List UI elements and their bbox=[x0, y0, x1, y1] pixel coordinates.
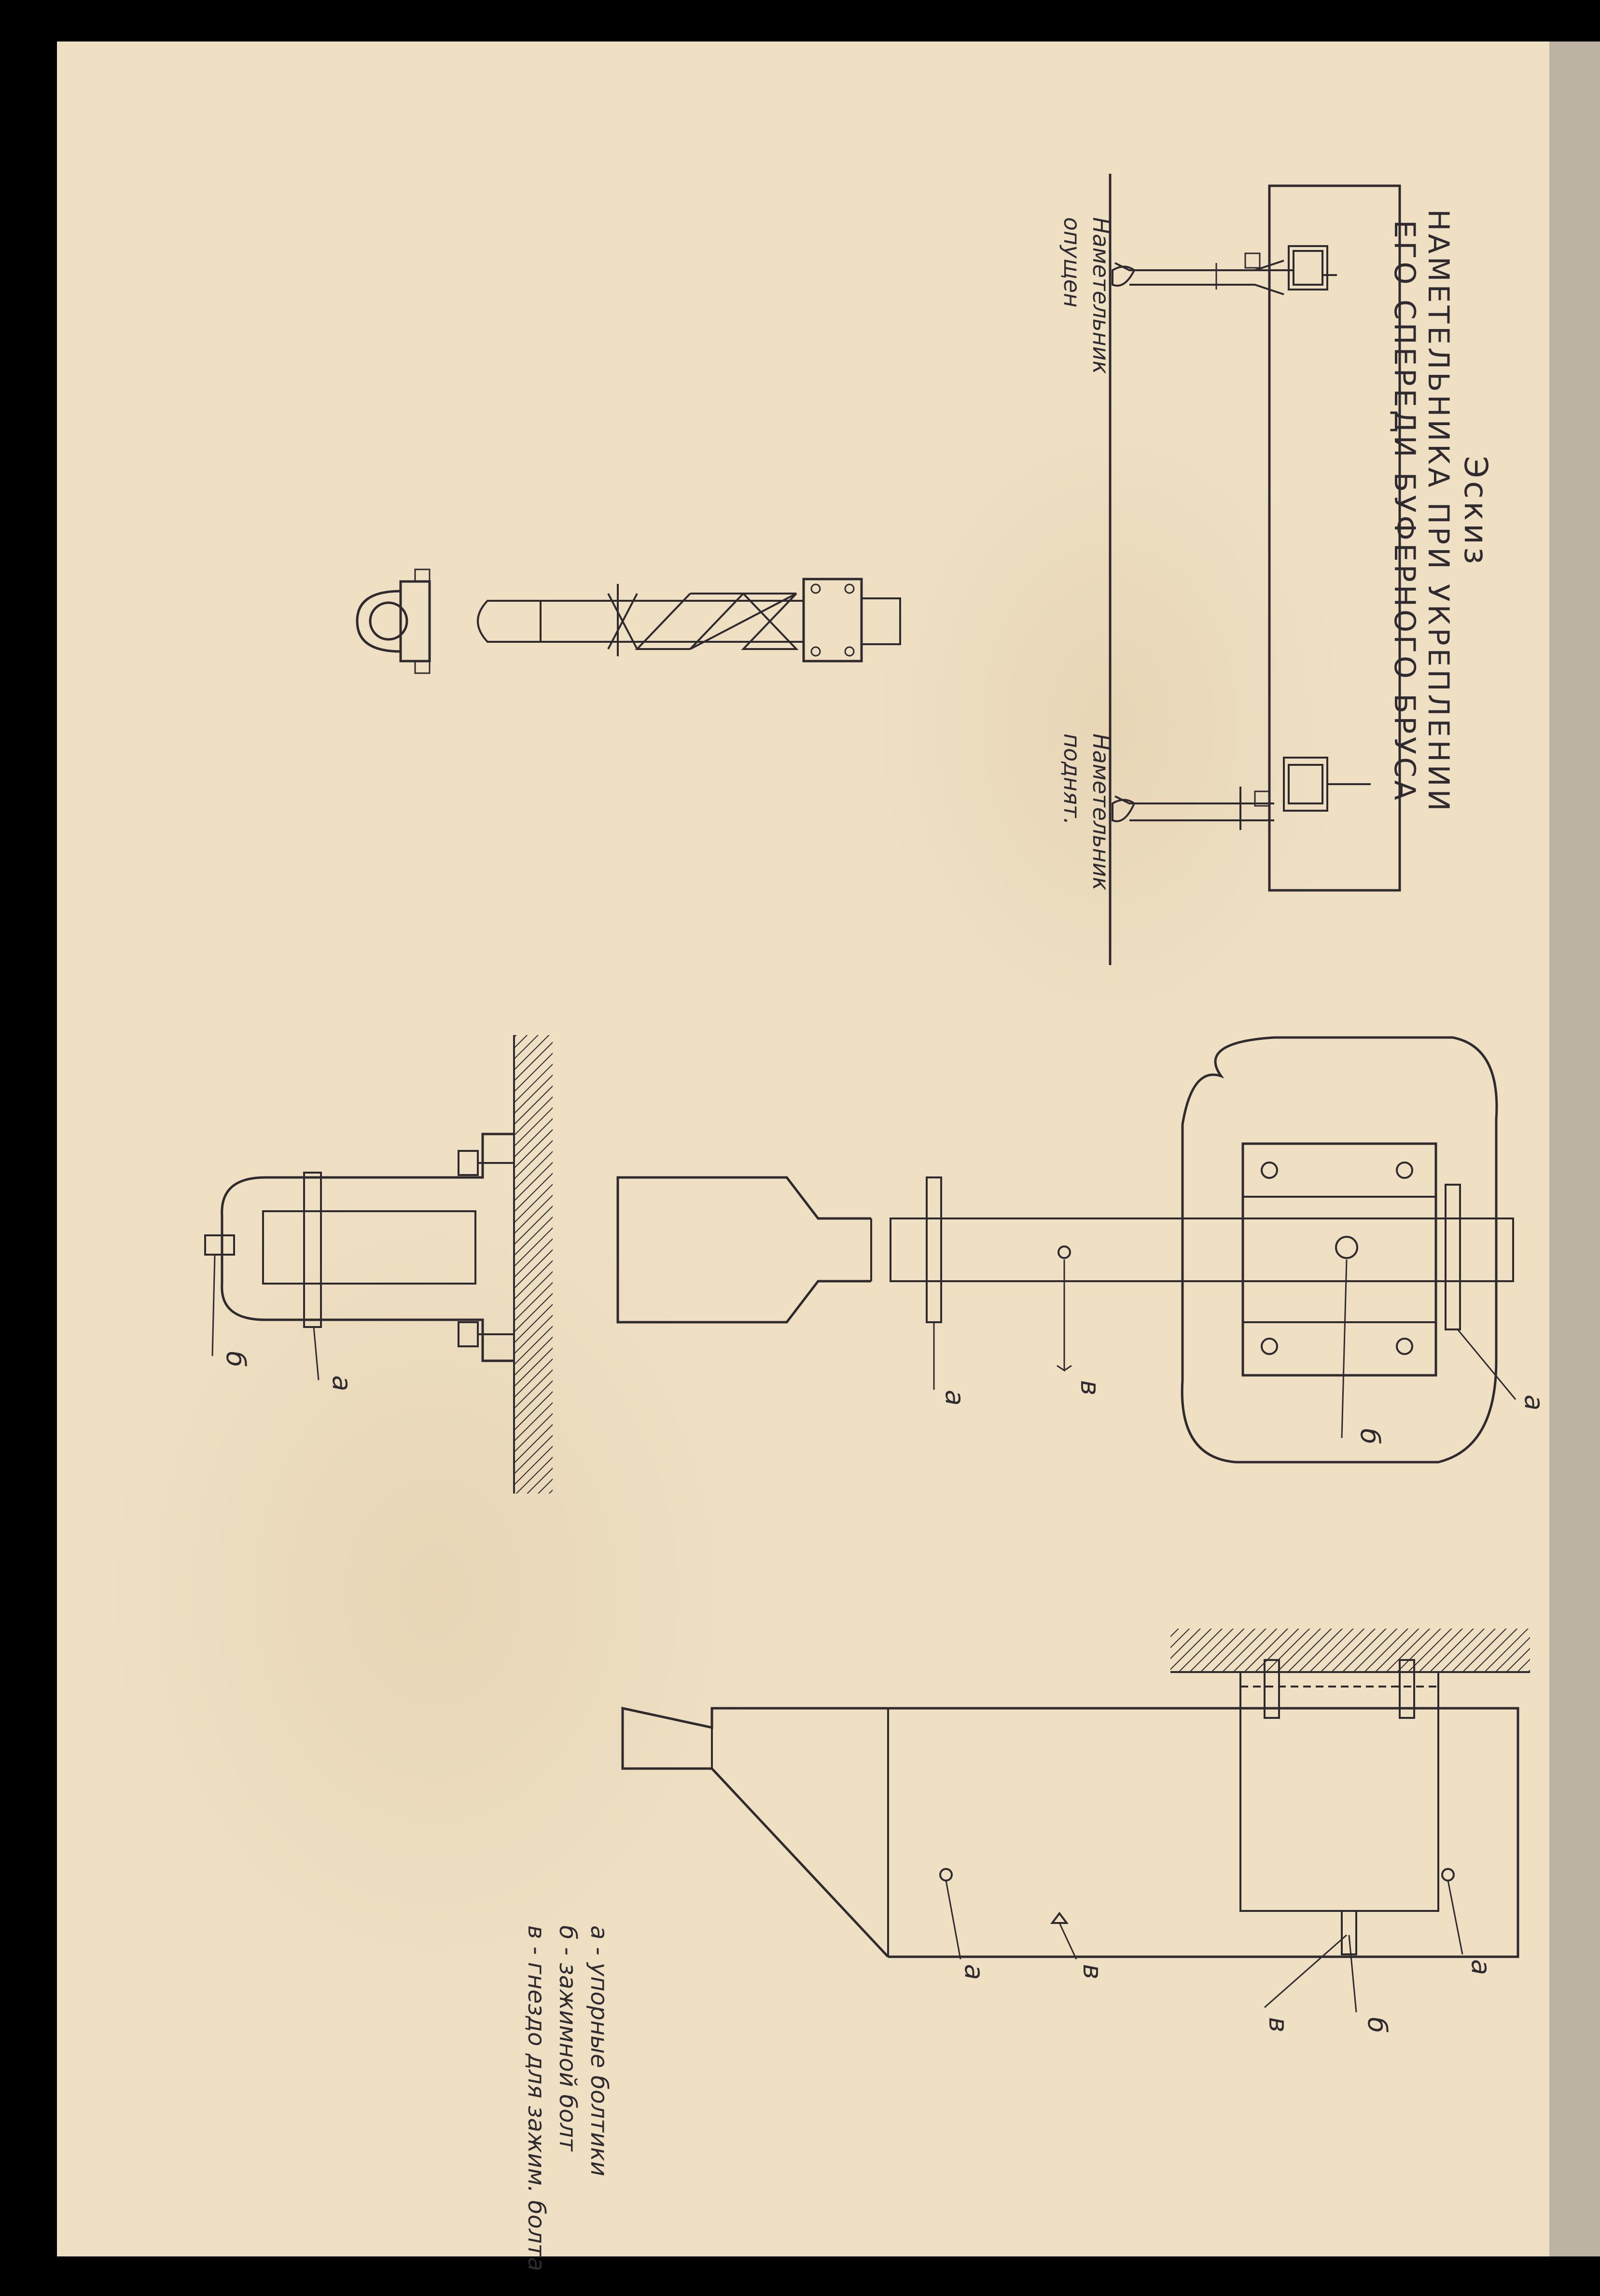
title-line-3: ЕГО СПЕРЕДИ БУФЕРНОГО БРУСА bbox=[1388, 220, 1421, 803]
hook-raised bbox=[1112, 757, 1371, 830]
label-b-side: б bbox=[221, 1351, 251, 1367]
base-blob bbox=[1181, 1036, 1498, 1464]
title-block-line2: НАМЕТЕЛЬНИКА ПРИ УКРЕПЛЕНИИ bbox=[1421, 209, 1455, 814]
label-hook-raised-1: Наметельник bbox=[1088, 733, 1114, 890]
mounting-plan-view bbox=[616, 1036, 1517, 1464]
legend-item-v: в - гнездо для зажим. болта bbox=[523, 1925, 550, 2271]
wall-hatch-bottom bbox=[1170, 1629, 1530, 1672]
side-section-view bbox=[204, 1035, 553, 1494]
label-hook-lowered-2: опущен bbox=[1059, 217, 1085, 307]
label-v-plan: в bbox=[1075, 1380, 1105, 1396]
right-edge-shadow bbox=[1549, 41, 1600, 2256]
title-block: Эскиз bbox=[1457, 456, 1494, 567]
label-a-side: а bbox=[327, 1375, 357, 1391]
wall-hatch bbox=[514, 1035, 553, 1494]
label-v-bottom-2: в bbox=[1263, 2017, 1294, 2033]
label-a-bottom-2: а bbox=[1466, 1959, 1496, 1975]
title-line-2: НАМЕТЕЛЬНИКА ПРИ УКРЕПЛЕНИИ bbox=[1421, 209, 1455, 814]
title-block-line3: ЕГО СПЕРЕДИ БУФЕРНОГО БРУСА bbox=[1388, 220, 1421, 803]
spring-pin-detail bbox=[356, 568, 901, 674]
legend-item-b: б - зажимной болт bbox=[554, 1925, 581, 2152]
paper-stain bbox=[97, 1158, 772, 2027]
label-hook-raised-2: поднят. bbox=[1059, 733, 1085, 825]
title-line-1: Эскиз bbox=[1457, 456, 1494, 567]
hook-lowered bbox=[1112, 245, 1337, 295]
label-v-bottom: в bbox=[1077, 1964, 1108, 1979]
label-a-bottom: а bbox=[959, 1964, 989, 1980]
beam-assembly-top: Наметельник опущен Наметельник поднят. bbox=[1059, 174, 1401, 965]
label-hook-lowered-1: Наметельник bbox=[1088, 217, 1114, 374]
label-a-plan: а bbox=[940, 1390, 970, 1406]
label-b-plan: б bbox=[1355, 1428, 1385, 1444]
label-b-bottom: б bbox=[1362, 2017, 1392, 2033]
buffer-beam bbox=[1268, 184, 1401, 892]
bottom-elevation-view bbox=[621, 1629, 1530, 2013]
legend-item-a: а - упорные болтики bbox=[585, 1925, 612, 2176]
label-a-plan-2: а bbox=[1519, 1395, 1549, 1411]
clamp-plate bbox=[1241, 1142, 1437, 1377]
